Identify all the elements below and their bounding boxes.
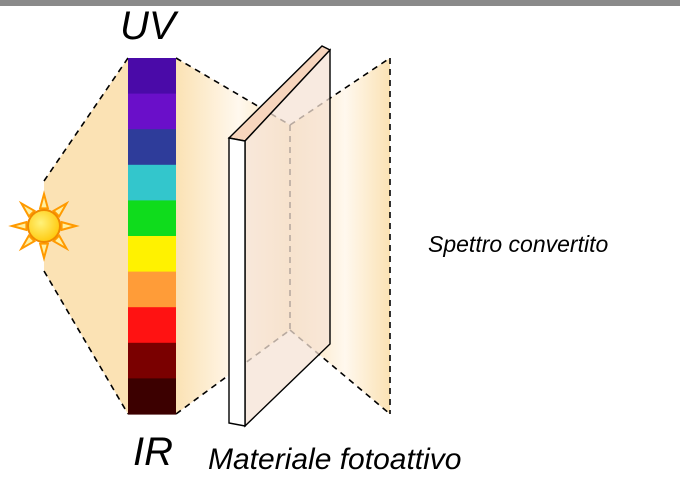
panel-side-face (228, 137, 246, 427)
spectrum-band (128, 58, 176, 95)
spectrum-bar (128, 58, 176, 415)
converted-spectrum-label: Spettro convertito (428, 231, 609, 257)
sun-ray (51, 200, 70, 219)
sun-ray (18, 233, 37, 252)
sun-ray (18, 200, 37, 219)
spectrum-band (128, 271, 176, 308)
incoming-light-cone (44, 58, 128, 414)
spectrum-band (128, 236, 176, 273)
sun-ray (38, 242, 50, 262)
photoactive-material-label: Materiale fotoattivo (208, 443, 462, 476)
spectrum-band (128, 164, 176, 201)
uv-label: UV (120, 4, 176, 48)
spectrum-band (128, 93, 176, 130)
spectrum-band (128, 342, 176, 379)
top-border-line (0, 0, 680, 6)
sun-ray (60, 220, 80, 232)
cone-edge-top (43, 57, 129, 182)
sun-ray (38, 190, 50, 210)
spectrum-band (128, 129, 176, 166)
spectrum-band (128, 200, 176, 237)
sun-ray (8, 220, 28, 232)
converted-beam-edge-top (289, 57, 391, 126)
sun-ray (51, 233, 70, 252)
sun-core (27, 209, 61, 243)
photoactive-panel (227, 45, 332, 428)
cone-edge-bottom (43, 270, 129, 415)
sun-icon (8, 190, 80, 262)
spectrum-band (128, 307, 176, 344)
spectrum-band (128, 378, 176, 415)
ir-label: IR (133, 430, 173, 474)
